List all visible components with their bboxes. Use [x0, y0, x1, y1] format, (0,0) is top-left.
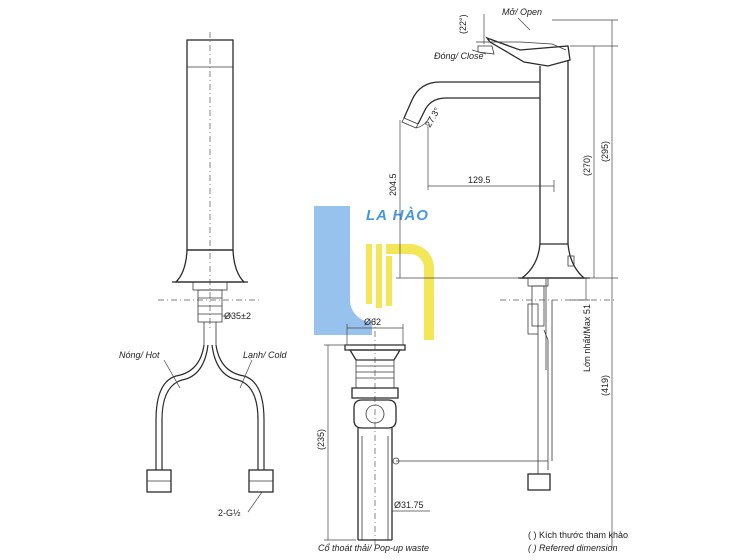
cold-hose-inner [211, 344, 259, 470]
side-hose-nut [527, 473, 551, 491]
note-vi: ( ) Kích thước tham khảo [528, 530, 628, 540]
dim-62-label: Ø62 [364, 317, 381, 327]
spout-upper [403, 81, 540, 119]
waste-flange [344, 344, 406, 351]
hot-hose-inner [161, 344, 209, 470]
popup-waste: Ø62 (235) Ø31.75 Cổ thoát thải/ Pop-up w… [316, 317, 548, 553]
note-en: ( ) Referred dimension [528, 543, 618, 553]
handle-open-outline [485, 36, 571, 67]
side-nut [527, 277, 549, 287]
side-base [520, 243, 586, 279]
side-view: (22°) Mở/ Open Đóng/ Close 27.3° 129.5 2… [388, 7, 618, 548]
logo-yellow-bar-2 [376, 244, 382, 308]
max51-label: Lớn nhất/Max 51 [582, 304, 592, 372]
thread-label: 2-G½ [218, 508, 241, 518]
side-body-column [539, 60, 569, 244]
waste-tee-body [353, 399, 397, 429]
cold-hose-outer [215, 344, 265, 470]
logo-blue-shape [314, 206, 372, 335]
close-leader [471, 49, 487, 55]
popup-label: Cổ thoát thải/ Pop-up waste [318, 543, 429, 553]
dim-235-label: (235) [316, 429, 326, 450]
watermark-logo: LA HÀO [314, 206, 434, 340]
logo-yellow-arc [386, 244, 434, 340]
hot-hose-outer [155, 344, 205, 470]
popup-knob [567, 255, 575, 267]
watermark-text: LA HÀO [366, 207, 429, 224]
cold-leader [239, 359, 253, 389]
popup-rod-joint [392, 457, 400, 465]
thread-leader [247, 491, 263, 513]
dim-270-label: (270) [582, 155, 592, 176]
waste-tee-port [365, 404, 385, 424]
hot-label: Nóng/ Hot [119, 350, 160, 360]
spout-outlet [401, 117, 419, 129]
angle-27-arc [415, 115, 431, 129]
front-view: Ø35±2 Nóng/ Hot Lạnh/ Cold 2-G½ [119, 32, 288, 518]
spout-lower [417, 97, 540, 125]
waste-locknut [351, 387, 399, 399]
dim-1295-label: 129.5 [468, 175, 491, 185]
handle-open-top [476, 41, 567, 51]
logo-yellow-bar-3 [386, 256, 392, 306]
dimension-note: ( ) Kích thước tham khảo ( ) Referred di… [528, 530, 628, 553]
open-label: Mở/ Open [502, 7, 542, 17]
open-leader [517, 17, 531, 31]
hot-leader [163, 359, 181, 389]
side-hose [543, 329, 549, 470]
close-label: Đóng/ Close [434, 51, 484, 61]
cold-label: Lạnh/ Cold [243, 350, 288, 360]
handle-close-tip [477, 45, 495, 55]
dim-3175-label: Ø31.75 [394, 500, 424, 510]
dim-419-label: (419) [600, 375, 610, 396]
dim-2045-label: 204.5 [388, 173, 398, 196]
side-mount-bracket [527, 303, 539, 335]
dim-295-label: (295) [600, 141, 610, 162]
waste-tailpiece [357, 428, 393, 540]
angle-22-label: (22°) [458, 14, 468, 34]
logo-yellow-bar-1 [366, 244, 372, 304]
dim-35-label: Ø35±2 [224, 311, 251, 321]
